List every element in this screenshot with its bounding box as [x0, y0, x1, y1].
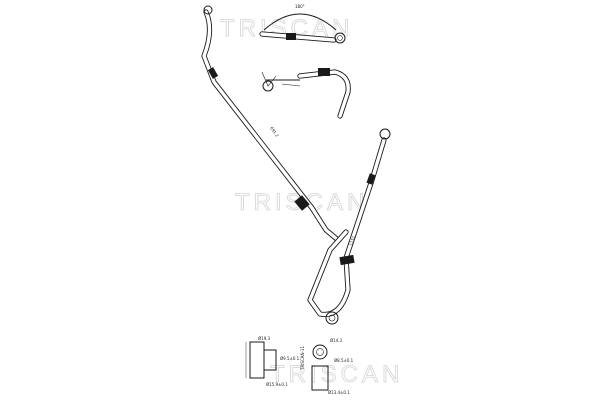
detail-top-fitting: 180°: [259, 4, 346, 44]
fitting-left-dim-3: Ø15.9±0.1: [266, 382, 288, 387]
upper-hose-length: 691.2: [269, 126, 280, 139]
main-hose-upper: 691.2: [201, 5, 341, 243]
top-angle-label: 180°: [295, 4, 305, 9]
watermark-bottom: TRISCAN: [270, 361, 403, 388]
detail-valve-fitting: [261, 68, 351, 119]
fitting-section-left: Ø19.3 Ø9.5±0.1 Ø15.9±0.1: [245, 336, 300, 387]
fitting-section-right: Ø14.3 Ø8.5±0.1 Ø13.4±0.1: [311, 338, 354, 395]
vertical-label: TRISCAN-11: [300, 346, 305, 371]
lower-hose-length: 1151: [348, 235, 356, 247]
fitting-right-dim-3: Ø13.4±0.1: [328, 390, 350, 395]
fitting-left-dim-2: Ø9.5±0.1: [280, 356, 300, 361]
fitting-right-dim-1: Ø14.3: [330, 338, 343, 343]
fitting-left-dim-1: Ø19.3: [258, 336, 271, 341]
fitting-right-dim-2: Ø8.5±0.1: [334, 358, 354, 363]
main-hose-lower: 1151: [307, 128, 391, 325]
